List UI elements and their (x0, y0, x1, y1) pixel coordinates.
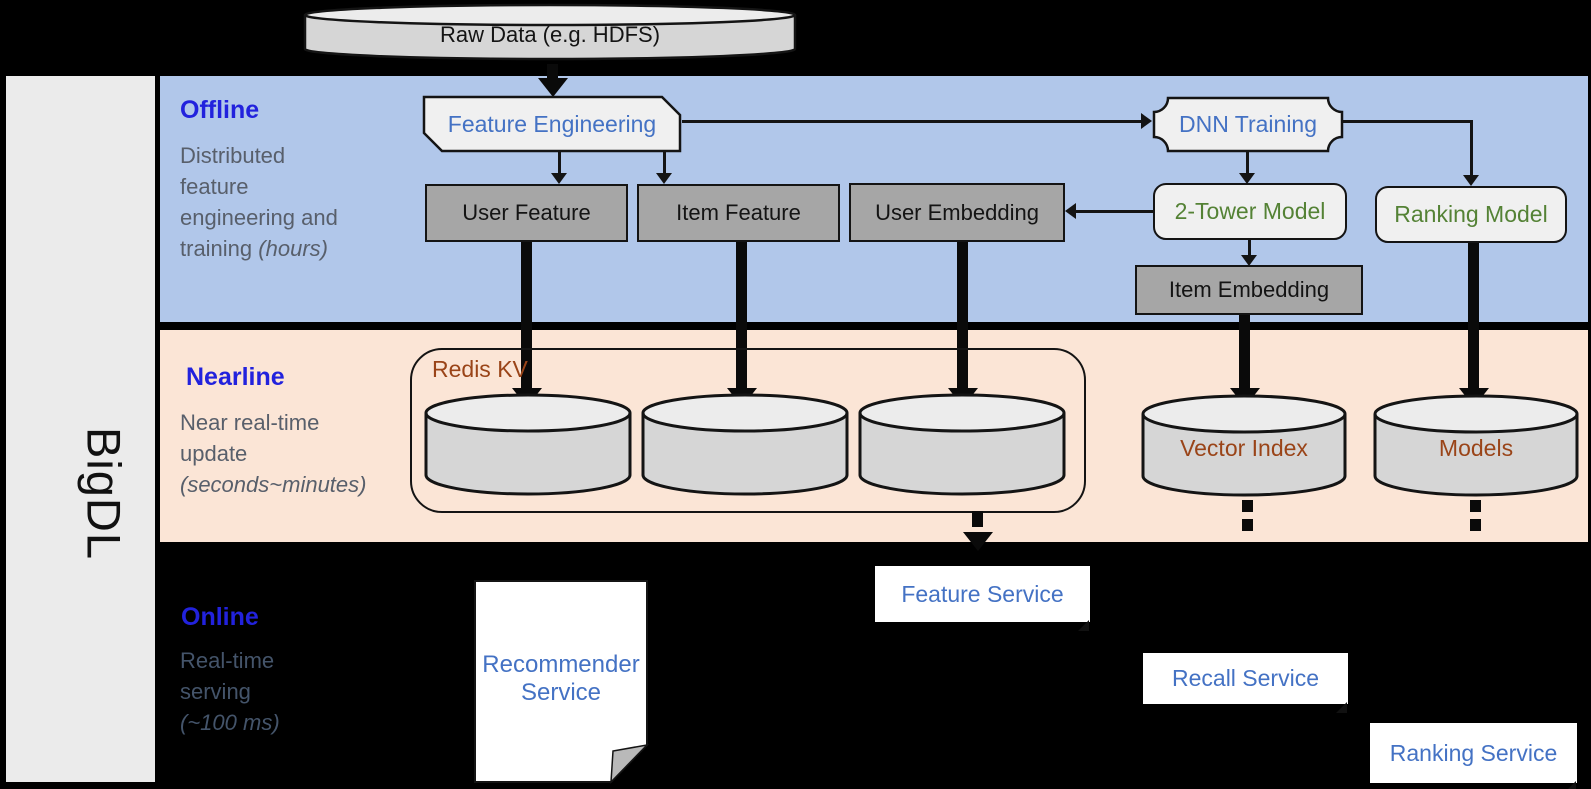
offline-desc-hours: (hours) (258, 236, 328, 261)
raw-data-cylinder-shape (303, 3, 797, 61)
offline-desc-line1: Distributed (180, 143, 286, 168)
feature-service-fold-icon (1078, 620, 1089, 631)
arrow-dnn-to-ranking-model-head (1463, 175, 1479, 186)
ranking-model-label: Ranking Model (1394, 201, 1548, 227)
nearline-desc-line3: (seconds~minutes) (180, 472, 367, 497)
online-section-label: Online (181, 603, 259, 631)
nearline-section-label: Nearline (186, 363, 285, 391)
ranking-service-node: Ranking Service (1370, 723, 1577, 789)
arrow-fe-to-dnn-training-head (1141, 113, 1152, 129)
recommender-service-document-shape (474, 580, 650, 784)
arrow-rawdata-to-feature-engineering-head (538, 78, 568, 97)
arrow-dnn-to-two-tower-head (1239, 173, 1255, 184)
dnn-training-shape (1152, 96, 1344, 153)
arrow-dnn-to-two-tower (1246, 152, 1249, 175)
dashed-link-vector-index-1 (1242, 500, 1253, 512)
pipe-rediskv-to-feature-service (972, 511, 983, 527)
offline-section-description: Distributed feature engineering and trai… (180, 140, 410, 264)
feature-engineering-label: Feature Engineering (447, 110, 657, 137)
raw-data-store: Raw Data (e.g. HDFS) (302, 2, 798, 64)
user-embedding-node: User Embedding (849, 183, 1065, 242)
offline-section-label: Offline (180, 96, 260, 124)
nearline-desc-line1: Near real-time (180, 410, 320, 435)
redis-kv-label: Redis KV (432, 356, 528, 382)
arrow-two-tower-to-item-embedding (1248, 240, 1251, 257)
offline-desc-training: training (180, 236, 259, 261)
item-embedding-node: Item Embedding (1135, 265, 1363, 315)
kv-cylinder-1 (423, 392, 633, 503)
recommender-service-label: Recommender Service (482, 651, 640, 706)
pipe-user-feature-to-kv1 (521, 242, 532, 389)
recall-service-label: Recall Service (1172, 665, 1319, 691)
ranking-service-label: Ranking Service (1389, 739, 1558, 766)
kv-cylinder-3 (857, 392, 1067, 503)
dashed-link-models-1 (1470, 500, 1481, 512)
recommender-service-node: Recommender Service (473, 579, 650, 784)
arrow-two-tower-to-user-embedding-head (1065, 203, 1076, 219)
feature-service-node: Feature Service (875, 566, 1090, 631)
dnn-training-node: DNN Training (1152, 96, 1344, 153)
models-label: Models (1438, 435, 1514, 461)
pipe-ranking-model-to-models (1468, 243, 1479, 389)
vector-index-label: Vector Index (1180, 435, 1308, 461)
online-desc-line1: Real-time (180, 648, 275, 673)
two-tower-model-node: 2-Tower Model (1153, 183, 1347, 240)
arrow-rawdata-to-feature-engineering (547, 64, 558, 79)
online-desc-line3: (~100 ms) (180, 710, 280, 735)
offline-desc-line3: engineering and (180, 205, 338, 230)
arrow-fe-to-item-feature (663, 152, 666, 175)
redis-kv-container (410, 348, 1086, 513)
recall-service-node: Recall Service (1143, 653, 1348, 713)
offline-desc-line4: training (hours) (180, 233, 410, 264)
ranking-model-node: Ranking Model (1375, 186, 1567, 243)
bigdl-sidebar: BigDL (6, 76, 155, 782)
models-store: Models (1372, 393, 1580, 504)
item-feature-node: Item Feature (637, 184, 840, 242)
two-tower-model-label: 2-Tower Model (1174, 198, 1326, 224)
item-embedding-label: Item Embedding (1168, 277, 1330, 302)
dnn-training-label: DNN Training (1178, 111, 1318, 137)
arrow-fe-to-user-feature-head (551, 173, 567, 184)
feature-engineering-shape (422, 95, 682, 153)
user-feature-label: User Feature (462, 200, 591, 225)
pipe-item-embedding-to-vector-index (1239, 315, 1250, 389)
online-section-description: Real-time serving (~100 ms) (180, 645, 410, 738)
ranking-service-fold-icon (1565, 781, 1576, 789)
dashed-link-models-2 (1470, 519, 1481, 531)
pipe-item-feature-to-kv2 (736, 242, 747, 389)
bigdl-brand-label: BigDL (77, 426, 131, 560)
recall-service-fold-icon (1336, 702, 1347, 713)
arrow-two-tower-to-item-embedding-head (1241, 255, 1257, 266)
arrow-fe-to-dnn-training (682, 120, 1141, 123)
pipe-rediskv-to-feature-service-head (963, 532, 993, 551)
arrow-dnn-to-ranking-model-h (1343, 120, 1473, 123)
dashed-link-vector-index-2 (1242, 519, 1253, 531)
vector-index-store: Vector Index (1140, 393, 1348, 504)
offline-desc-line2: feature (180, 174, 249, 199)
nearline-section-description: Near real-time update (seconds~minutes) (180, 407, 430, 500)
item-feature-label: Item Feature (676, 200, 801, 225)
feature-service-label: Feature Service (901, 580, 1064, 607)
kv-cylinder-2 (640, 392, 850, 503)
user-embedding-label: User Embedding (875, 199, 1039, 225)
arrow-fe-to-user-feature (558, 152, 561, 175)
pipe-user-embedding-to-kv3 (957, 242, 968, 389)
user-feature-node: User Feature (425, 184, 628, 242)
online-desc-line2: serving (180, 679, 251, 704)
raw-data-label: Raw Data (e.g. HDFS) (439, 22, 661, 47)
arrow-fe-to-item-feature-head (656, 173, 672, 184)
arrow-dnn-to-ranking-model-v (1470, 120, 1473, 177)
arrow-two-tower-to-user-embedding (1076, 210, 1153, 213)
feature-engineering-node: Feature Engineering (422, 95, 682, 153)
nearline-desc-line2: update (180, 441, 248, 466)
